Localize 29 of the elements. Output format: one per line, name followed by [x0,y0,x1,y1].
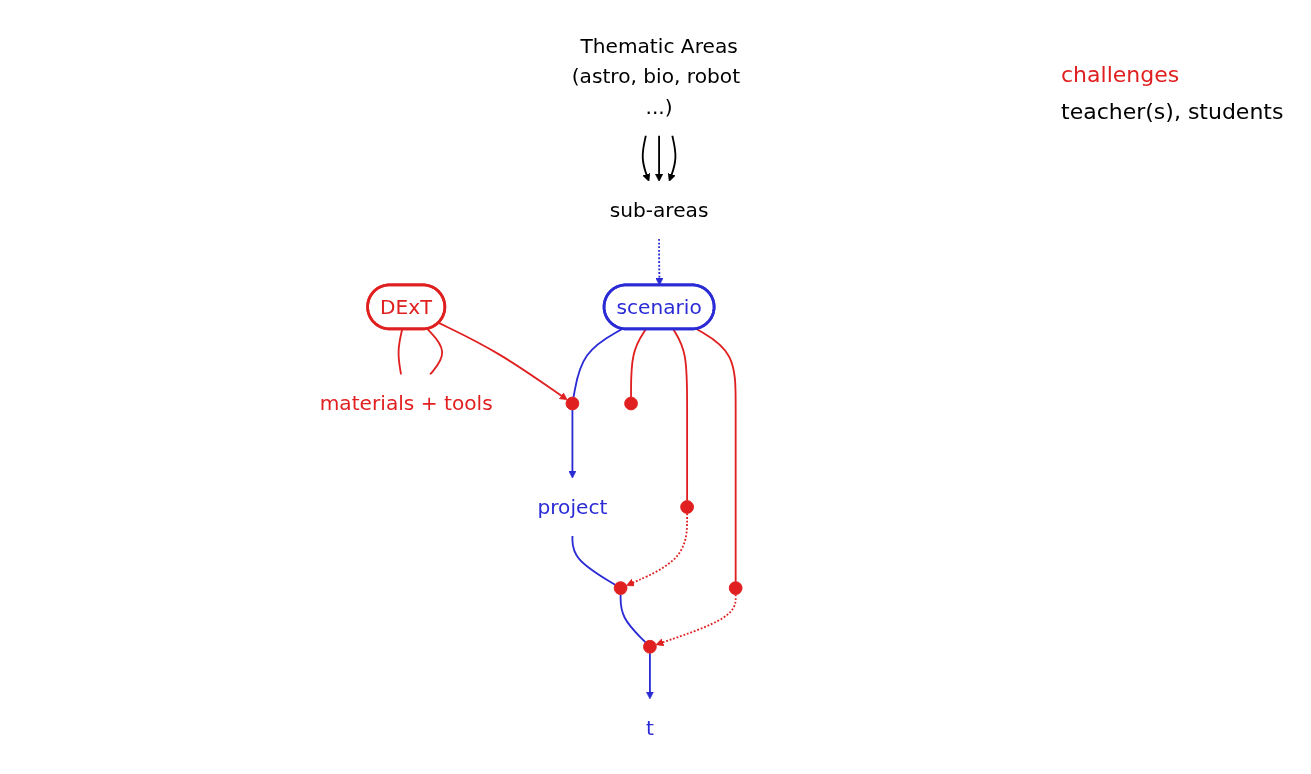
connector [426,328,444,376]
note-label: teacher(s), students [1061,99,1285,124]
arrow [668,134,677,182]
node-text: sub-areas [609,198,709,222]
node-text: t [646,716,655,740]
note-label: challenges [1061,62,1181,87]
node-circle [643,639,658,654]
connector [397,328,404,376]
node-text: Thematic Areas (astro, bio, robot ...) [571,34,741,119]
node-circle [729,581,743,595]
connector [619,593,647,644]
node-circle [565,396,580,411]
arrow [626,512,689,587]
node-text: project [537,495,608,519]
arrow [642,134,651,182]
node-circle [624,396,639,411]
arrow [438,322,568,401]
arrow [568,409,577,479]
connector [572,327,624,399]
connector [672,328,689,502]
connector [630,328,647,398]
connector [571,534,617,586]
arrow [655,134,664,182]
connector [695,328,737,583]
node-circle [614,581,628,595]
arrow [646,652,655,700]
node-circle [680,500,695,514]
arrow [655,593,737,647]
node-text: materials + tools [320,392,494,415]
